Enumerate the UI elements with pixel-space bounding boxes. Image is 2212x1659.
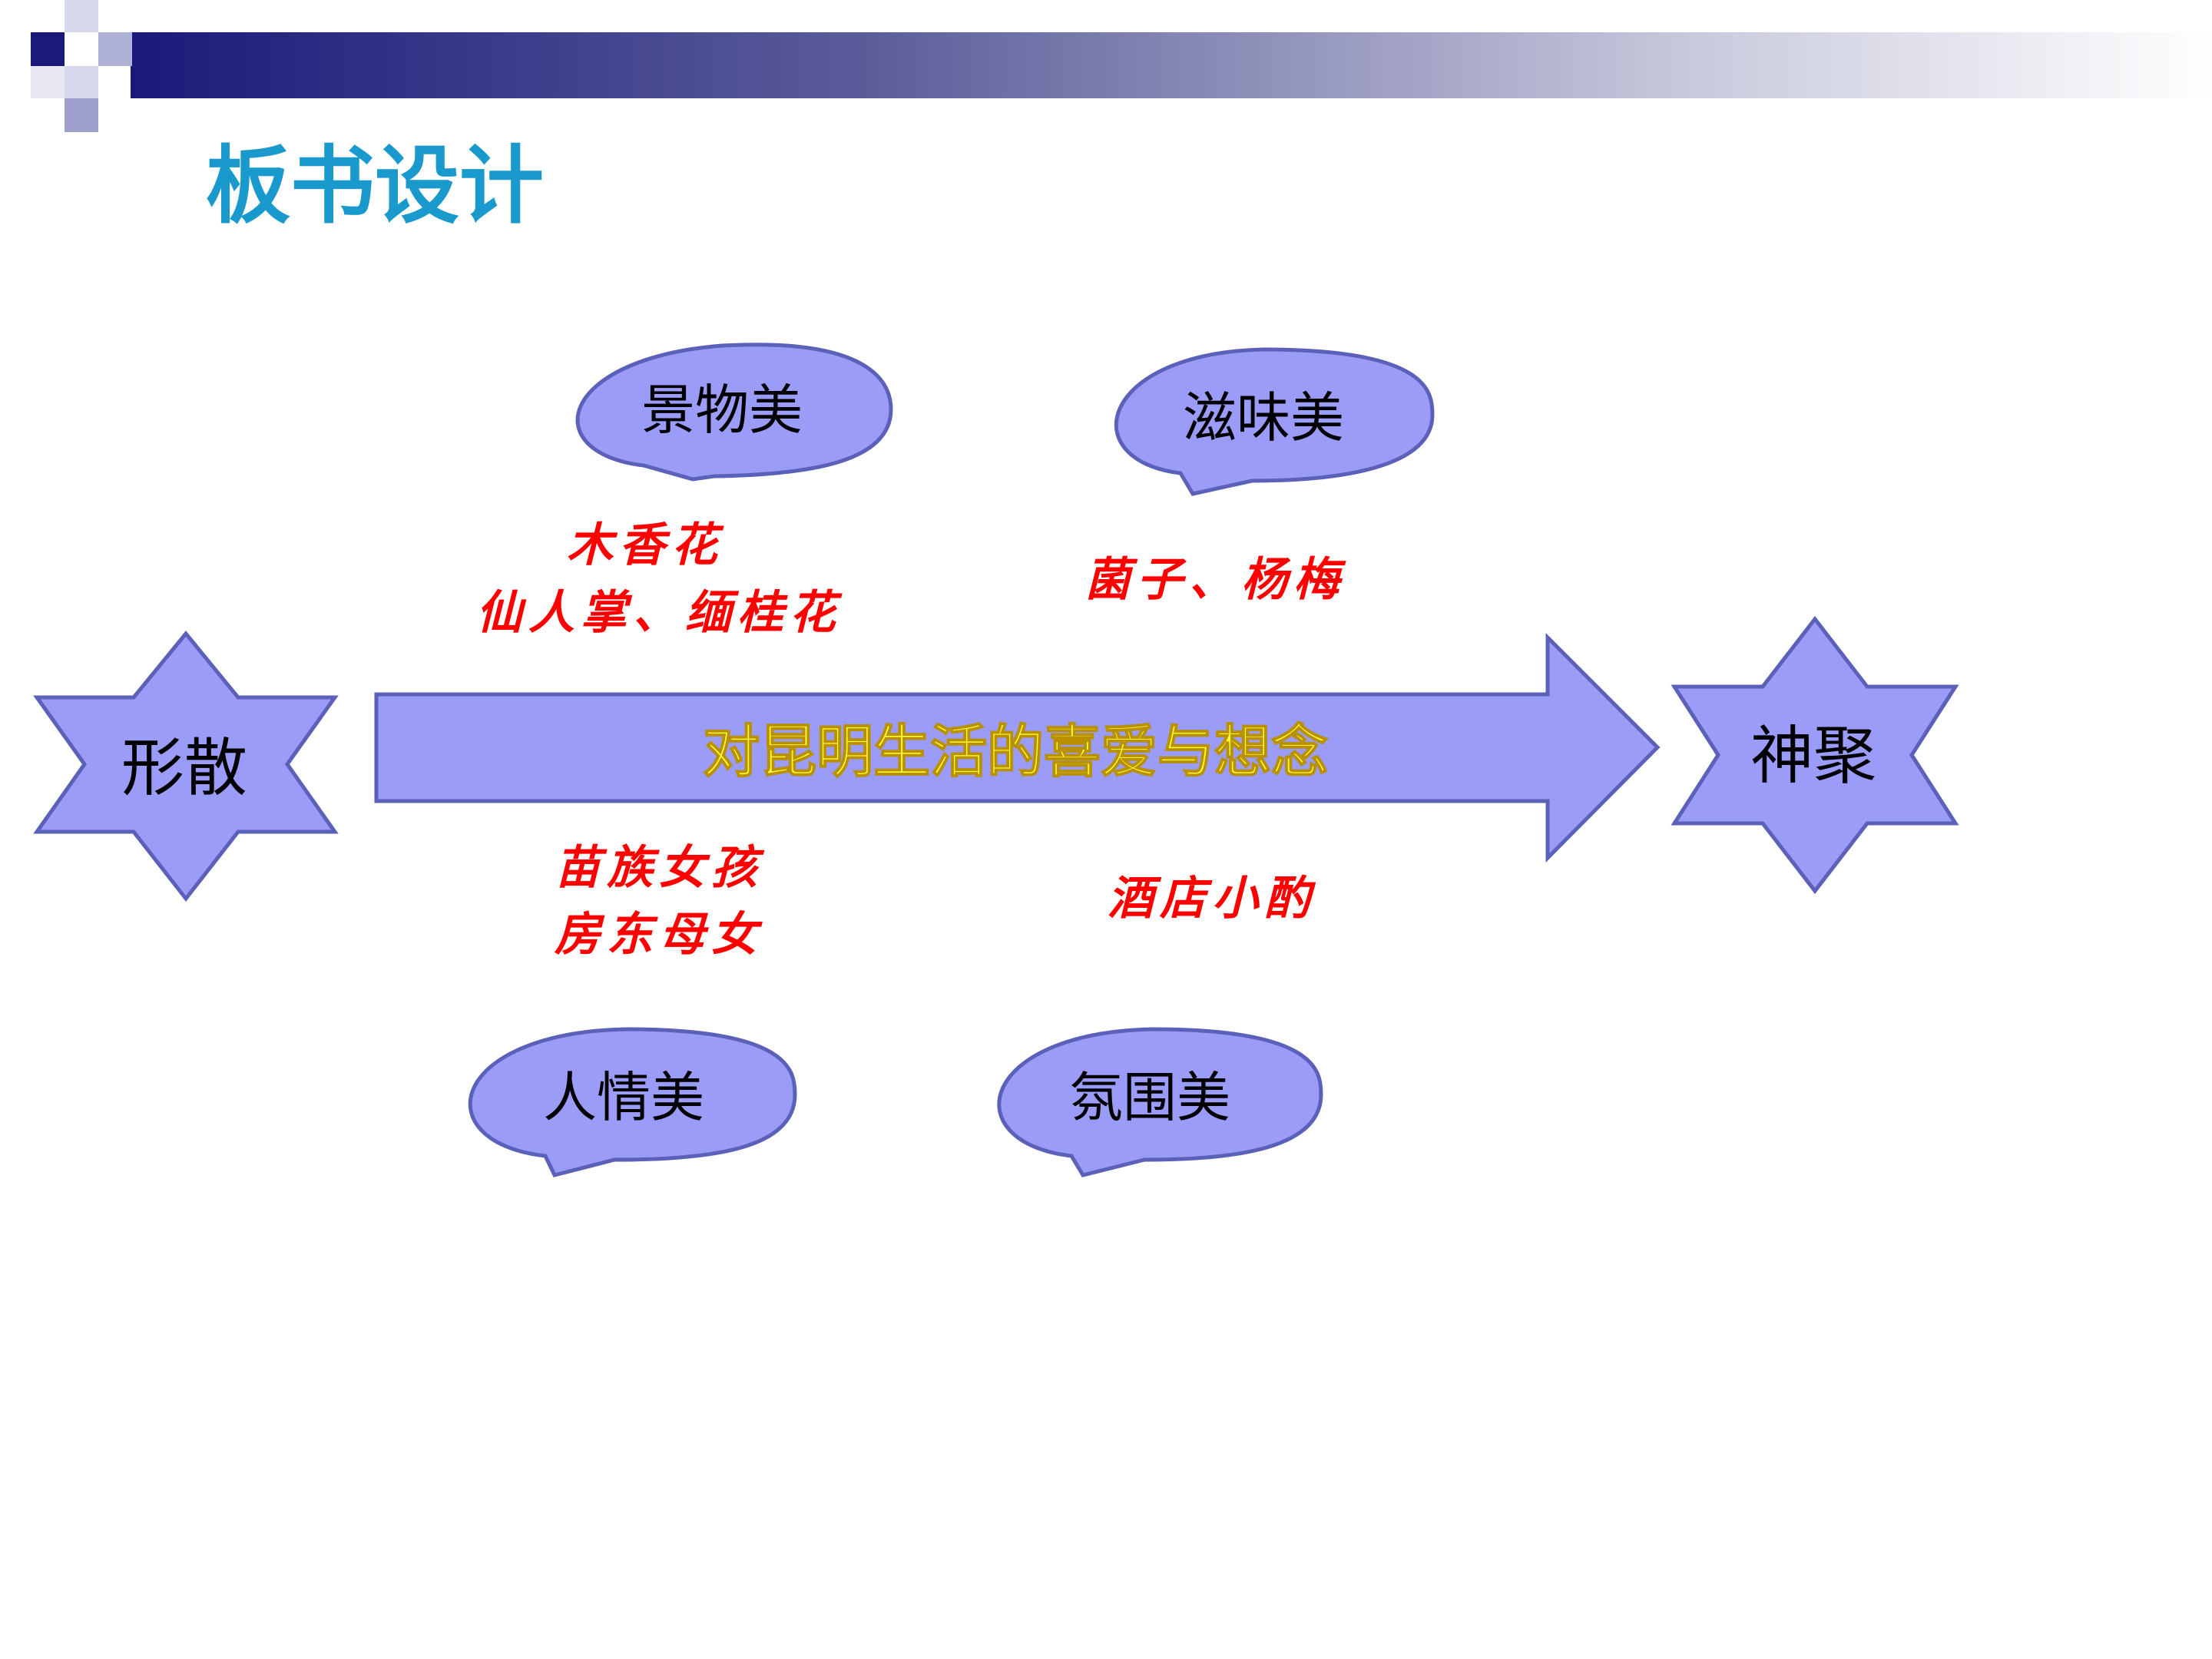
header-square-mid-2 (65, 98, 98, 132)
annotation-top-left-1: 木香花 (567, 518, 724, 572)
header-square-mid (98, 32, 132, 66)
left-star-label: 形散 (121, 732, 247, 805)
bubble-bottom-left-shape (468, 1027, 797, 1177)
bubble-top-right: 滋味美 (1114, 347, 1435, 496)
right-star-label: 神聚 (1750, 720, 1876, 793)
bubble-top-right-shape (1114, 347, 1435, 496)
slide-title: 板书设计 (206, 137, 544, 235)
header-square-light-1 (65, 0, 98, 32)
bubble-bottom-right: 氛围美 (997, 1027, 1323, 1177)
bubble-top-left-shape (575, 343, 893, 482)
right-star-shape (1671, 615, 1959, 895)
header-square-light-3 (31, 66, 65, 98)
annotation-top-left-2: 仙人掌、缅桂花 (476, 586, 843, 640)
left-star: 形散 (33, 631, 339, 902)
header-gradient-bar (131, 32, 2212, 98)
main-arrow-shape (374, 632, 1661, 863)
annotations: 木香花 仙人掌、缅桂花 菌子、杨梅 苗族女孩 房东母女 酒店小酌 (476, 518, 1346, 962)
header-decoration (0, 0, 2212, 132)
annotation-bottom-left-2: 房东母女 (554, 908, 763, 962)
main-arrow: 对昆明生活的喜爱与想念 (374, 632, 1661, 863)
left-star-shape (33, 631, 339, 902)
bubble-bottom-left-label: 人情美 (543, 1066, 704, 1129)
bubble-bottom-left: 人情美 (468, 1027, 797, 1177)
bubble-top-left: 景物美 (575, 343, 893, 482)
header-square-dark (31, 32, 65, 66)
bubble-top-right-label: 滋味美 (1183, 386, 1344, 449)
main-arrow-label: 对昆明生活的喜爱与想念 (703, 719, 1328, 785)
header-square-light-2 (65, 66, 98, 98)
bubble-bottom-right-shape (997, 1027, 1323, 1177)
bubble-bottom-right-label: 氛围美 (1069, 1066, 1230, 1129)
annotation-bottom-left-1: 苗族女孩 (555, 841, 765, 895)
right-star: 神聚 (1671, 615, 1959, 895)
bubble-top-left-label: 景物美 (641, 379, 803, 442)
annotation-top-right-1: 菌子、杨梅 (1084, 553, 1346, 607)
annotation-bottom-right-1: 酒店小酌 (1108, 872, 1316, 926)
